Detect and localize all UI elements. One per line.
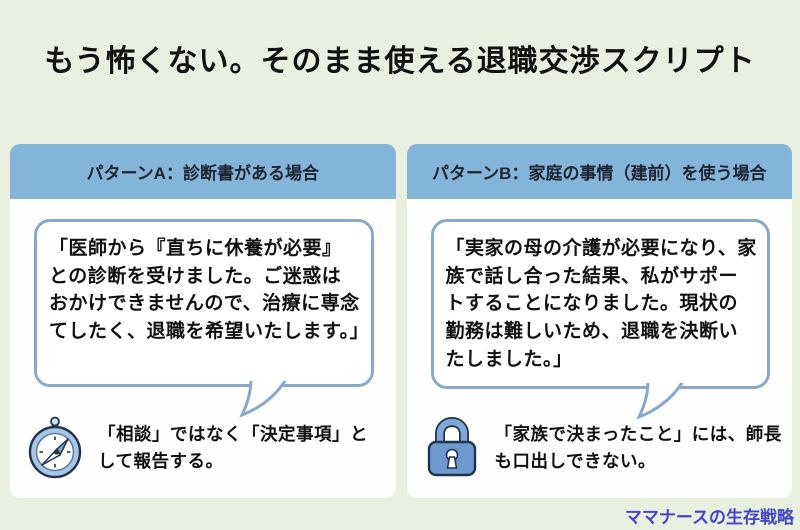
pattern-a-note: 「相談」ではなく「決定事項」として報告する。	[26, 416, 386, 480]
speech-bubble-tail	[635, 382, 684, 419]
pattern-b-panel: パターンB：家庭の事情（建前）を使う場合 「実家の母の介護が必要になり、家族で話…	[406, 144, 792, 498]
page-title: もう怖くない。そのまま使える退職交渉スクリプト	[44, 45, 756, 78]
pattern-b-script-text: 「実家の母の介護が必要になり、家族で話し合った結果、私がサポートすることになりま…	[445, 238, 757, 370]
pattern-panels: パターンA：診断書がある場合 「医師から『直ちに休養が必要』との診断を受けました…	[10, 144, 792, 498]
speech-bubble-tail	[239, 381, 287, 417]
compass-icon	[26, 416, 84, 480]
pattern-b-header: パターンB：家庭の事情（建前）を使う場合	[406, 144, 792, 199]
pattern-a-header: パターンA：診断書がある場合	[10, 144, 396, 199]
pattern-a-speech-bubble: 「医師から『直ちに休養が必要』との診断を受けました。ご迷惑はおかけできませんので…	[34, 219, 374, 417]
pattern-b-note-text: 「家族で決まったこと」には、師長も口出しできない。	[494, 423, 782, 471]
lock-icon	[423, 416, 481, 480]
pattern-a-note-text: 「相談」ではなく「決定事項」として報告する。	[98, 423, 368, 471]
site-watermark: ママナースの生存戦略	[624, 508, 794, 527]
pattern-a-script-text: 「医師から『直ちに休養が必要』との診断を受けました。ご迷惑はおかけできませんので…	[49, 238, 370, 343]
pattern-b-speech-bubble: 「実家の母の介護が必要になり、家族で話し合った結果、私がサポートすることになりま…	[430, 219, 770, 419]
pattern-b-note: 「家族で決まったこと」には、師長も口出しできない。	[423, 416, 783, 480]
pattern-a-panel: パターンA：診断書がある場合 「医師から『直ちに休養が必要』との診断を受けました…	[10, 144, 396, 498]
